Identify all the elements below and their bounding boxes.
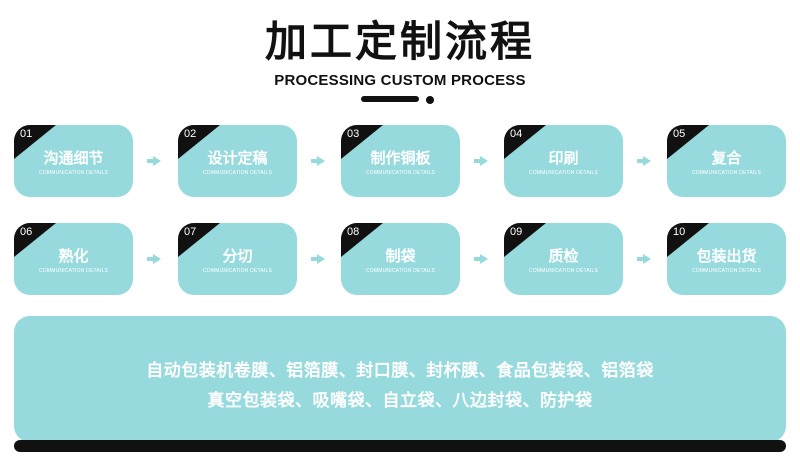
page-subtitle: PROCESSING CUSTOM PROCESS	[274, 72, 526, 89]
products-line-1: 自动包装机卷膜、铝箔膜、封口膜、封杯膜、食品包装袋、铝箔袋	[146, 361, 654, 381]
products-line-2: 真空包装袋、吸嘴袋、自立袋、八边封袋、防护袋	[207, 391, 593, 411]
step-english-caption: COMMUNICATION DETAILS	[691, 170, 762, 176]
arrow-right-icon	[311, 156, 325, 166]
arrow-right-icon	[147, 254, 161, 264]
step-english-caption: COMMUNICATION DETAILS	[38, 170, 109, 176]
step-number-badge	[504, 223, 546, 257]
title-dot	[426, 96, 434, 104]
step-number: 10	[673, 226, 686, 238]
step-number: 02	[184, 128, 197, 140]
step-number-badge	[14, 223, 56, 257]
step-card-01: 01 沟通细节 COMMUNICATION DETAILS	[14, 125, 133, 197]
step-name: 印刷	[548, 149, 579, 167]
step-number: 05	[673, 128, 686, 140]
step-card-03: 03 制作铜板 COMMUNICATION DETAILS	[341, 125, 460, 197]
step-card-10: 10 包装出货 COMMUNICATION DETAILS	[667, 223, 786, 295]
arrow-right-icon	[311, 254, 325, 264]
step-english-caption: COMMUNICATION DETAILS	[528, 268, 599, 274]
step-card-05: 05 复合 COMMUNICATION DETAILS	[667, 125, 786, 197]
step-number-badge	[341, 125, 383, 159]
step-number: 08	[347, 226, 360, 238]
step-english-caption: COMMUNICATION DETAILS	[202, 268, 273, 274]
step-number: 03	[347, 128, 360, 140]
step-name: 包装出货	[696, 247, 757, 265]
step-number: 09	[510, 226, 523, 238]
step-english-caption: COMMUNICATION DETAILS	[365, 268, 436, 274]
arrow-right-icon	[637, 254, 651, 264]
step-name: 熟化	[58, 247, 89, 265]
step-number-badge	[667, 223, 709, 257]
arrow-right-icon	[474, 254, 488, 264]
step-name: 复合	[711, 149, 742, 167]
step-name: 制作铜板	[370, 149, 431, 167]
products-panel: 自动包装机卷膜、铝箔膜、封口膜、封杯膜、食品包装袋、铝箔袋 真空包装袋、吸嘴袋、…	[14, 316, 786, 442]
step-number-badge	[178, 125, 220, 159]
step-english-caption: COMMUNICATION DETAILS	[202, 170, 273, 176]
arrow-right-icon	[147, 156, 161, 166]
step-name: 设计定稿	[207, 149, 268, 167]
step-english-caption: COMMUNICATION DETAILS	[691, 268, 762, 274]
step-english-caption: COMMUNICATION DETAILS	[365, 170, 436, 176]
arrow-right-icon	[637, 156, 651, 166]
title-underline	[361, 96, 419, 102]
step-english-caption: COMMUNICATION DETAILS	[528, 170, 599, 176]
step-card-04: 04 印刷 COMMUNICATION DETAILS	[504, 125, 623, 197]
step-card-02: 02 设计定稿 COMMUNICATION DETAILS	[178, 125, 297, 197]
step-number-badge	[178, 223, 220, 257]
step-number-badge	[341, 223, 383, 257]
step-number: 04	[510, 128, 523, 140]
step-name: 分切	[222, 247, 253, 265]
bottom-accent-bar	[14, 440, 786, 452]
step-card-09: 09 质检 COMMUNICATION DETAILS	[504, 223, 623, 295]
step-name: 沟通细节	[43, 149, 104, 167]
step-number: 06	[20, 226, 33, 238]
step-name: 质检	[548, 247, 579, 265]
step-number: 01	[20, 128, 33, 140]
step-card-08: 08 制袋 COMMUNICATION DETAILS	[341, 223, 460, 295]
arrow-right-icon	[474, 156, 488, 166]
step-card-06: 06 熟化 COMMUNICATION DETAILS	[14, 223, 133, 295]
step-english-caption: COMMUNICATION DETAILS	[38, 268, 109, 274]
step-name: 制袋	[385, 247, 416, 265]
step-number: 07	[184, 226, 197, 238]
step-card-07: 07 分切 COMMUNICATION DETAILS	[178, 223, 297, 295]
page-title: 加工定制流程	[264, 17, 535, 66]
step-number-badge	[14, 125, 56, 159]
step-number-badge	[504, 125, 546, 159]
step-number-badge	[667, 125, 709, 159]
